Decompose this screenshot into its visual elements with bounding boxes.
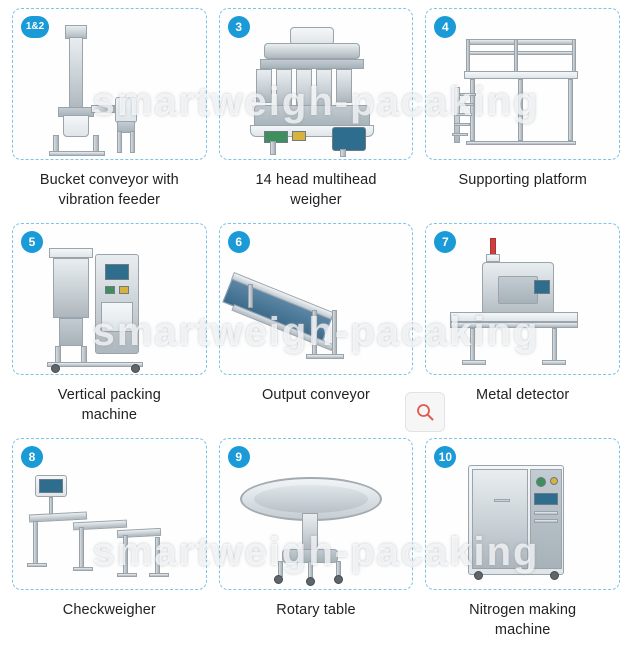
grid-cell-bucket-conveyor: 1&2 Bucket conveyor with vibration feede… bbox=[6, 8, 213, 223]
grid-cell-checkweigher: 8 Checkweigher bbox=[6, 438, 213, 653]
caption-line-2: vibration feeder bbox=[58, 191, 161, 208]
caption-rotary-table: Rotary table bbox=[276, 601, 355, 621]
badge-number-5: 5 bbox=[21, 231, 43, 253]
badge-number-7: 7 bbox=[434, 231, 457, 253]
grid-cell-supporting-platform: 4 Supporting platform bbox=[419, 8, 626, 223]
grid-cell-vertical-packing-machine: 5 Vertical packing machine bbox=[6, 223, 213, 438]
image-box-metal-detector[interactable]: 7 bbox=[425, 223, 620, 375]
supporting-platform-icon bbox=[426, 9, 619, 159]
caption-line-1: Metal detector bbox=[476, 387, 570, 403]
badge-number-10: 10 bbox=[434, 446, 457, 468]
image-box-vertical-packing-machine[interactable]: 5 bbox=[12, 223, 207, 375]
caption-line-2: weigher bbox=[290, 191, 342, 208]
badge-number-8: 8 bbox=[21, 446, 43, 468]
badge-number-3: 3 bbox=[227, 16, 250, 38]
image-box-output-conveyor[interactable]: 6 bbox=[218, 223, 414, 375]
caption-supporting-platform: Supporting platform bbox=[458, 171, 586, 191]
caption-line-1: Output conveyor bbox=[262, 387, 370, 403]
search-icon bbox=[415, 402, 435, 422]
grid-cell-rotary-table: 9 Rotary table bbox=[213, 438, 420, 653]
caption-line-2: machine bbox=[81, 406, 138, 423]
caption-line-1: Vertical packing bbox=[57, 387, 161, 403]
image-box-bucket-conveyor[interactable]: 1&2 bbox=[12, 8, 207, 160]
caption-nitrogen-making-machine: Nitrogen making machine bbox=[469, 601, 576, 640]
caption-line-1: Nitrogen making bbox=[469, 602, 577, 618]
caption-bucket-conveyor: Bucket conveyor with vibration feeder bbox=[40, 171, 179, 210]
caption-line-1: Bucket conveyor with bbox=[39, 172, 179, 188]
caption-metal-detector: Metal detector bbox=[476, 386, 569, 406]
metal-detector-icon bbox=[426, 224, 619, 374]
image-box-rotary-table[interactable]: 9 bbox=[218, 438, 414, 590]
search-button[interactable] bbox=[405, 392, 445, 432]
nitrogen-making-machine-icon bbox=[426, 439, 619, 589]
badge-number-4: 4 bbox=[434, 16, 457, 38]
badge-number-9: 9 bbox=[227, 446, 250, 468]
grid-cell-multihead-weigher: 3 14 head multihead weigher bbox=[213, 8, 420, 223]
caption-multihead-weigher: 14 head multihead weigher bbox=[255, 171, 376, 210]
image-box-supporting-platform[interactable]: 4 bbox=[425, 8, 620, 160]
image-box-checkweigher[interactable]: 8 bbox=[12, 438, 207, 590]
badge-number-6: 6 bbox=[227, 231, 250, 253]
caption-line-1: Checkweigher bbox=[62, 602, 156, 618]
grid-cell-nitrogen-making-machine: 10 Nitrogen making machine bbox=[419, 438, 626, 653]
grid-cell-output-conveyor: 6 Output conveyor bbox=[213, 223, 420, 438]
caption-line-1: 14 head multihead bbox=[255, 172, 377, 188]
caption-line-1: Rotary table bbox=[276, 602, 356, 618]
caption-line-2: machine bbox=[494, 621, 551, 638]
bucket-conveyor-icon bbox=[13, 9, 206, 159]
caption-checkweigher: Checkweigher bbox=[63, 601, 156, 621]
output-conveyor-icon bbox=[220, 224, 413, 374]
vertical-packing-machine-icon bbox=[13, 224, 206, 374]
image-box-multihead-weigher[interactable]: 3 bbox=[218, 8, 414, 160]
grid-cell-metal-detector: 7 Metal detector bbox=[419, 223, 626, 438]
rotary-table-icon bbox=[220, 439, 413, 589]
caption-line-1: Supporting platform bbox=[458, 172, 587, 188]
multihead-weigher-icon bbox=[220, 9, 413, 159]
checkweigher-icon bbox=[13, 439, 206, 589]
caption-vertical-packing-machine: Vertical packing machine bbox=[58, 386, 161, 425]
caption-output-conveyor: Output conveyor bbox=[262, 386, 370, 406]
badge-number-1: 1&2 bbox=[21, 16, 49, 38]
image-box-nitrogen-making-machine[interactable]: 10 bbox=[425, 438, 620, 590]
